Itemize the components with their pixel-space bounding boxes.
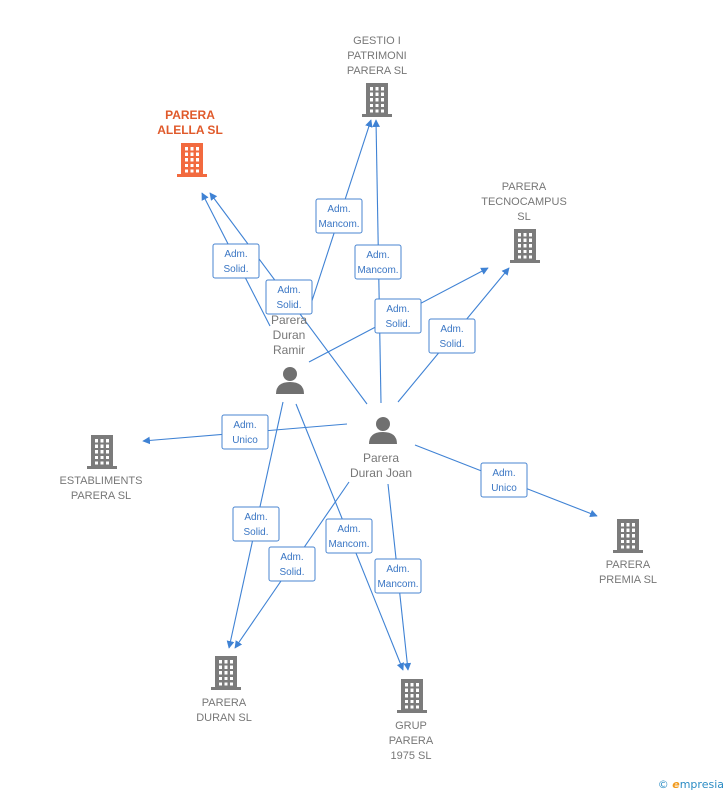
edge-label-text: Unico bbox=[491, 483, 517, 494]
edge-label-box bbox=[374, 298, 422, 334]
edge-label-text: Adm. bbox=[386, 564, 409, 575]
edge-label-box bbox=[265, 279, 313, 315]
edge-label-ramir-to-gestio[interactable]: Adm. Mancom. bbox=[315, 198, 363, 234]
building-icon bbox=[211, 656, 241, 690]
edge-label-text: Mancom. bbox=[377, 579, 418, 590]
edge-label-text: Adm. bbox=[280, 552, 303, 563]
edge-label-box bbox=[221, 414, 269, 450]
copyright-symbol: © bbox=[657, 778, 669, 791]
building-icon bbox=[87, 435, 117, 469]
node-label: PATRIMONI bbox=[347, 50, 406, 62]
edge-label-box bbox=[315, 198, 363, 234]
node-label: GESTIO I bbox=[353, 35, 401, 47]
edge-label-joan-to-premia[interactable]: Adm. Unico bbox=[480, 462, 528, 498]
node-label: 1975 SL bbox=[391, 750, 432, 762]
node-tecnocampus[interactable]: PARERA TECNOCAMPUS SL bbox=[481, 181, 567, 263]
edge-label-text: Solid. bbox=[243, 527, 268, 538]
node-label: DURAN SL bbox=[196, 712, 252, 724]
edge-label-text: Solid. bbox=[276, 300, 301, 311]
edge-label-text: Unico bbox=[232, 435, 258, 446]
edge-label-text: Adm. bbox=[492, 468, 515, 479]
edge-label-text: Adm. bbox=[224, 249, 247, 260]
edge-label-ramir-to-grup[interactable]: Adm. Mancom. bbox=[325, 518, 373, 554]
building-icon bbox=[397, 679, 427, 713]
node-label: PARERA bbox=[202, 697, 247, 709]
edge-label-ramir-to-alella[interactable]: Adm. Solid. bbox=[212, 243, 260, 279]
edge-label-joan-to-establiments[interactable]: Adm. Unico bbox=[221, 414, 269, 450]
edge-label-ramir-to-duran[interactable]: Adm. Solid. bbox=[232, 506, 280, 542]
person-icon bbox=[369, 417, 397, 444]
edge-label-joan-to-alella[interactable]: Adm. Solid. bbox=[265, 279, 313, 315]
edge-label-text: Mancom. bbox=[318, 219, 359, 230]
edge-label-text: Solid. bbox=[279, 567, 304, 578]
edge-label-box bbox=[428, 318, 476, 354]
node-label: PARERA bbox=[606, 559, 651, 571]
edge-label-joan-to-gestio[interactable]: Adm. Mancom. bbox=[354, 244, 402, 280]
node-label: SL bbox=[517, 211, 530, 223]
building-icon bbox=[613, 519, 643, 553]
node-label: TECNOCAMPUS bbox=[481, 196, 567, 208]
edge-label-text: Adm. bbox=[366, 250, 389, 261]
edge-label-box bbox=[480, 462, 528, 498]
edge-label-text: Solid. bbox=[385, 319, 410, 330]
edge-label-text: Solid. bbox=[223, 264, 248, 275]
node-duran[interactable]: PARERA DURAN SL bbox=[196, 656, 252, 724]
node-label: Duran Joan bbox=[350, 466, 412, 480]
edge-label-ramir-to-tecnocampus[interactable]: Adm. Solid. bbox=[374, 298, 422, 334]
brand-name: mpresia bbox=[679, 778, 724, 791]
node-label: Parera bbox=[271, 313, 307, 327]
edge-label-text: Adm. bbox=[440, 324, 463, 335]
edge-label-text: Adm. bbox=[327, 204, 350, 215]
node-label: Parera bbox=[363, 451, 399, 465]
node-label: PREMIA SL bbox=[599, 574, 657, 586]
node-premia[interactable]: PARERA PREMIA SL bbox=[599, 519, 657, 586]
edge-label-joan-to-tecnocampus[interactable]: Adm. Solid. bbox=[428, 318, 476, 354]
edge-label-text: Adm. bbox=[233, 420, 256, 431]
edge-label-box bbox=[374, 558, 422, 594]
edge-label-joan-to-duran[interactable]: Adm. Solid. bbox=[268, 546, 316, 582]
edge-label-text: Mancom. bbox=[328, 539, 369, 550]
node-gestio[interactable]: GESTIO I PATRIMONI PARERA SL bbox=[347, 35, 407, 117]
building-icon bbox=[510, 229, 540, 263]
node-label: ALELLA SL bbox=[157, 123, 223, 137]
edge-label-box bbox=[232, 506, 280, 542]
edge-label-box bbox=[325, 518, 373, 554]
node-label: PARERA SL bbox=[71, 490, 131, 502]
edge-label-text: Adm. bbox=[386, 304, 409, 315]
edge-label-text: Solid. bbox=[439, 339, 464, 350]
person-icon bbox=[276, 367, 304, 394]
building-icon bbox=[362, 83, 392, 117]
node-establiments[interactable]: ESTABLIMENTS PARERA SL bbox=[60, 435, 143, 502]
brand-initial: e bbox=[672, 778, 680, 791]
node-label: PARERA bbox=[389, 735, 434, 747]
node-label: Duran bbox=[273, 328, 306, 342]
edge-labels-layer: Adm. Solid. Adm. Solid. Adm. Mancom. Adm. Manco… bbox=[212, 198, 528, 594]
edge-label-text: Adm. bbox=[337, 524, 360, 535]
node-grup[interactable]: GRUP PARERA 1975 SL bbox=[389, 679, 434, 762]
node-label: PARERA bbox=[165, 108, 215, 122]
brand-watermark: © empresia bbox=[658, 778, 724, 791]
edge-label-text: Adm. bbox=[277, 285, 300, 296]
edge-label-box bbox=[268, 546, 316, 582]
edge-label-joan-to-grup[interactable]: Adm. Mancom. bbox=[374, 558, 422, 594]
node-label: Ramir bbox=[273, 343, 305, 357]
edge-label-text: Mancom. bbox=[357, 265, 398, 276]
node-label: PARERA bbox=[502, 181, 547, 193]
node-label: PARERA SL bbox=[347, 65, 407, 77]
edge-label-box bbox=[212, 243, 260, 279]
node-label: GRUP bbox=[395, 720, 427, 732]
edge-label-text: Adm. bbox=[244, 512, 267, 523]
node-label: ESTABLIMENTS bbox=[60, 475, 143, 487]
edge-label-box bbox=[354, 244, 402, 280]
building-icon bbox=[177, 143, 207, 177]
